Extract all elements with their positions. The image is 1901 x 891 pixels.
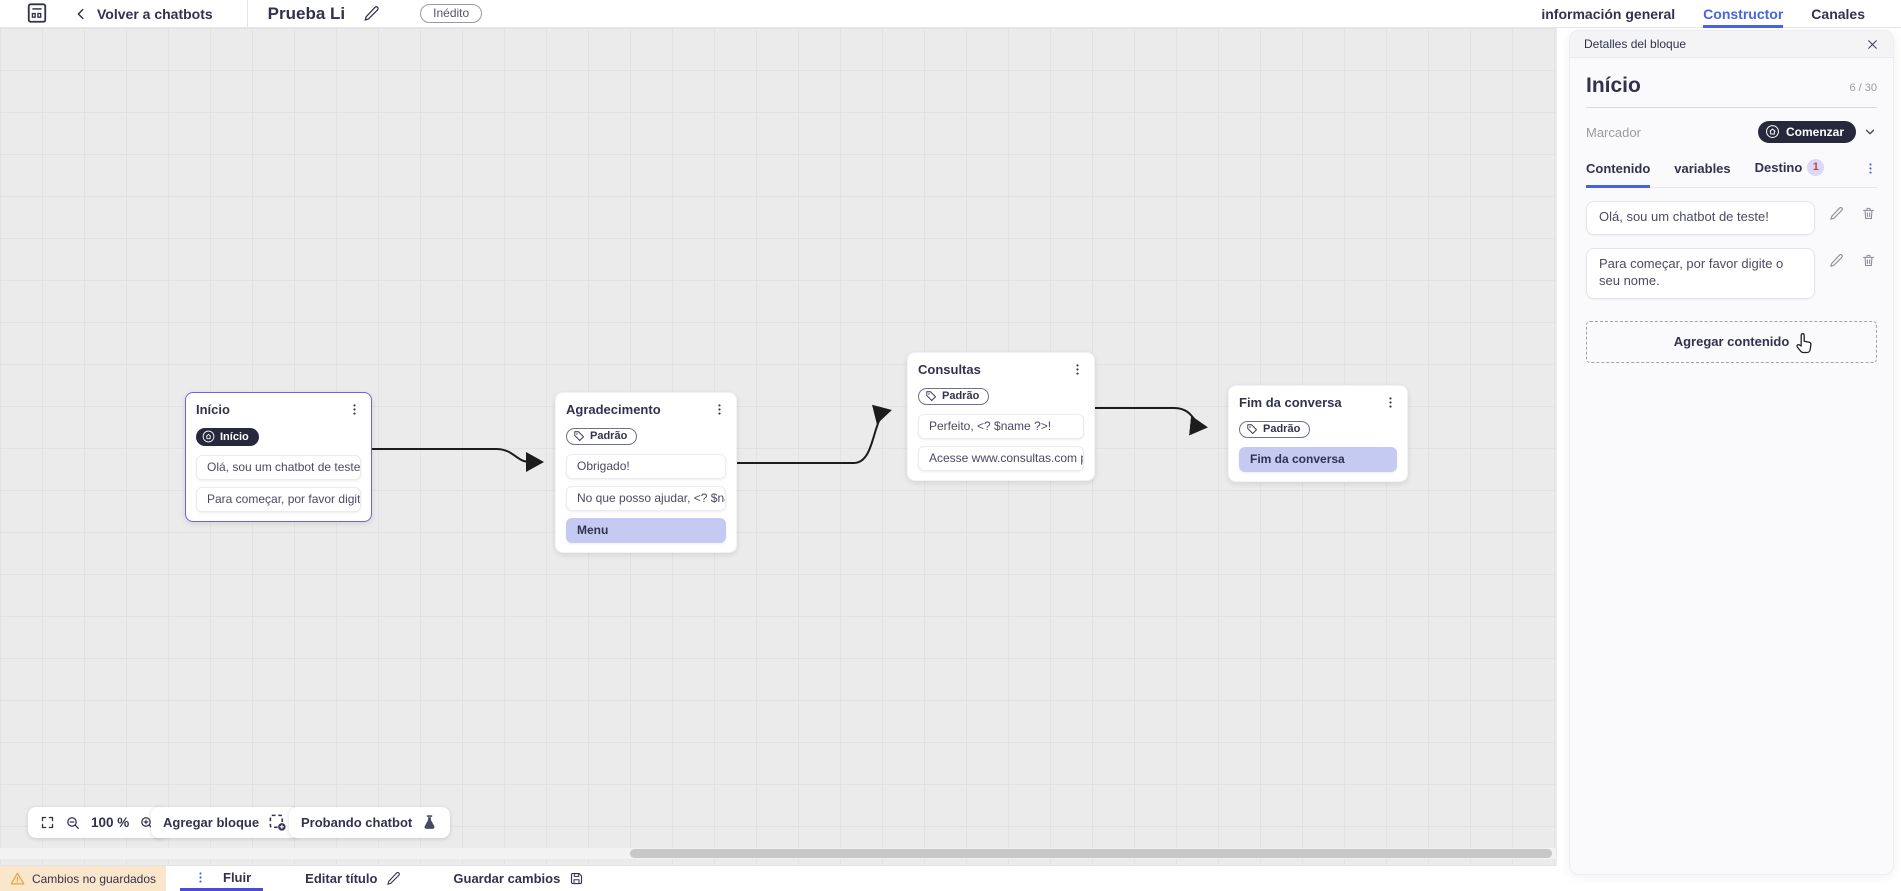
block-title: Fim da conversa xyxy=(1239,395,1342,410)
details-sidebar: Detalles del bloque Início 6 / 30 Marcad… xyxy=(1556,28,1901,891)
flow-connectors xyxy=(372,404,1208,472)
destino-count-badge: 1 xyxy=(1807,159,1825,176)
marker-label: Marcador xyxy=(1586,124,1641,140)
block-message[interactable]: Olá, sou um chatbot de teste! xyxy=(196,455,361,480)
warning-icon xyxy=(10,871,25,886)
kebab-menu-icon[interactable] xyxy=(713,403,726,421)
close-icon[interactable] xyxy=(1866,38,1879,51)
edit-title-button[interactable]: Editar título xyxy=(305,866,401,891)
block-details-panel: Detalles del bloque Início 6 / 30 Marcad… xyxy=(1569,30,1894,875)
flow-tab-label: Fluir xyxy=(223,869,252,885)
content-row: Olá, sou um chatbot de teste! xyxy=(1586,201,1877,235)
chatbot-title: Prueba Li xyxy=(267,3,346,23)
block-message[interactable]: Para começar, por favor digite o ... xyxy=(196,487,361,512)
marker-select[interactable]: Comenzar xyxy=(1757,121,1856,143)
panel-tabs: Contenido variables Destino 1 xyxy=(1586,159,1877,188)
block-title: Consultas xyxy=(918,362,981,377)
edit-title-label: Editar título xyxy=(305,871,378,886)
add-block-button[interactable]: Agregar bloque xyxy=(151,807,300,838)
add-block-icon xyxy=(268,813,287,832)
chevron-down-icon[interactable] xyxy=(1863,125,1877,139)
unsaved-changes-banner: Cambios no guardados xyxy=(0,866,166,891)
edit-pencil-icon[interactable] xyxy=(363,5,380,22)
save-icon xyxy=(569,871,584,886)
unsaved-label: Cambios no guardados xyxy=(31,871,157,886)
kebab-menu-icon[interactable] xyxy=(348,403,361,421)
flow-canvas[interactable]: Início Início Olá, sou um chatbot de tes… xyxy=(0,28,1556,866)
tab-canales[interactable]: Canales xyxy=(1811,5,1865,22)
block-type-badge: Padrão xyxy=(918,388,990,405)
content-row: Para começar, por favor digite o seu nom… xyxy=(1586,247,1877,299)
tag-icon xyxy=(926,391,936,401)
block-type-badge: Padrão xyxy=(566,428,638,445)
status-badge: Inédito xyxy=(420,4,483,23)
flow-block-agradecimento[interactable]: Agradecimento Padrão Obrigado! No que po… xyxy=(555,392,737,553)
kebab-menu-icon[interactable] xyxy=(1071,363,1084,381)
block-message[interactable]: Perfeito, <? $name ?>! xyxy=(918,414,1084,439)
block-message[interactable]: Obrigado! xyxy=(566,454,726,479)
edit-pencil-icon xyxy=(386,871,401,886)
edit-pencil-icon[interactable] xyxy=(1829,253,1844,268)
block-title: Início xyxy=(196,402,230,417)
edit-pencil-icon[interactable] xyxy=(1829,206,1844,221)
save-changes-button[interactable]: Guardar cambios xyxy=(453,866,584,891)
marker-value-label: Comenzar xyxy=(1785,124,1844,139)
badge-label: Padrão xyxy=(1263,423,1301,435)
canvas-zoom-toolbar: 100 % xyxy=(28,807,168,838)
topbar: Volver a chatbots Prueba Li Inédito info… xyxy=(0,0,1901,28)
tab-destino[interactable]: Destino 1 xyxy=(1755,159,1825,188)
chevron-left-icon xyxy=(74,7,88,21)
home-icon xyxy=(1766,125,1779,138)
kebab-menu-icon[interactable] xyxy=(194,871,207,884)
tab-constructor[interactable]: Constructor xyxy=(1703,0,1784,28)
content-message-input[interactable]: Para começar, por favor digite o seu nom… xyxy=(1586,247,1815,299)
trash-icon[interactable] xyxy=(1861,206,1876,221)
canvas-hscrollbar-thumb[interactable] xyxy=(630,849,1552,858)
block-type-badge-start: Início xyxy=(196,428,259,446)
flow-block-inicio[interactable]: Início Início Olá, sou um chatbot de tes… xyxy=(185,392,372,522)
flask-icon xyxy=(421,814,438,831)
bottombar: Cambios no guardados Fluir Editar título… xyxy=(0,865,1557,891)
badge-label: Início xyxy=(220,430,249,443)
tab-destino-label: Destino xyxy=(1754,160,1803,175)
trash-icon[interactable] xyxy=(1861,253,1876,268)
block-message[interactable]: No que posso ajudar, <? $name ... xyxy=(566,486,726,511)
flow-block-consultas[interactable]: Consultas Padrão Perfeito, <? $name ?>! … xyxy=(907,352,1095,481)
kebab-menu-icon[interactable] xyxy=(1384,396,1397,414)
flow-tab[interactable]: Fluir xyxy=(180,866,264,891)
kebab-menu-icon[interactable] xyxy=(1864,162,1877,187)
tag-icon xyxy=(1247,424,1257,434)
block-name-input[interactable]: Início xyxy=(1586,74,1641,97)
add-content-button[interactable]: Agregar contenido xyxy=(1586,320,1877,363)
block-title: Agradecimento xyxy=(566,402,661,417)
main-tabs: información general Constructor Canales xyxy=(1541,0,1865,28)
tag-icon xyxy=(574,431,584,441)
block-message[interactable]: Acesse www.consultas.com par... xyxy=(918,446,1084,471)
home-icon xyxy=(202,430,215,443)
block-end-item[interactable]: Fim da conversa xyxy=(1239,447,1397,472)
save-label: Guardar cambios xyxy=(453,871,561,886)
block-type-badge: Padrão xyxy=(1239,421,1311,438)
content-message-input[interactable]: Olá, sou um chatbot de teste! xyxy=(1586,201,1815,235)
test-chatbot-button[interactable]: Probando chatbot xyxy=(289,807,451,838)
char-counter: 6 / 30 xyxy=(1849,82,1877,94)
badge-label: Padrão xyxy=(590,430,628,442)
tab-variables[interactable]: variables xyxy=(1674,161,1731,176)
logo-icon xyxy=(26,2,48,25)
tab-contenido[interactable]: Contenido xyxy=(1586,161,1651,188)
fullscreen-icon[interactable] xyxy=(40,815,55,830)
panel-title: Detalles del bloque xyxy=(1584,37,1687,51)
back-to-chatbots-button[interactable]: Volver a chatbots xyxy=(74,6,213,22)
divider xyxy=(246,0,248,27)
block-menu-item[interactable]: Menu xyxy=(566,518,726,543)
add-block-label: Agregar bloque xyxy=(163,815,260,830)
flow-block-fim-da-conversa[interactable]: Fim da conversa Padrão Fim da conversa xyxy=(1228,385,1408,482)
test-chatbot-label: Probando chatbot xyxy=(301,815,413,830)
tab-informacion-general[interactable]: información general xyxy=(1541,5,1676,22)
zoom-out-icon[interactable] xyxy=(65,815,81,831)
badge-label: Padrão xyxy=(942,390,980,402)
back-label: Volver a chatbots xyxy=(97,5,213,22)
zoom-level: 100 % xyxy=(91,815,130,830)
